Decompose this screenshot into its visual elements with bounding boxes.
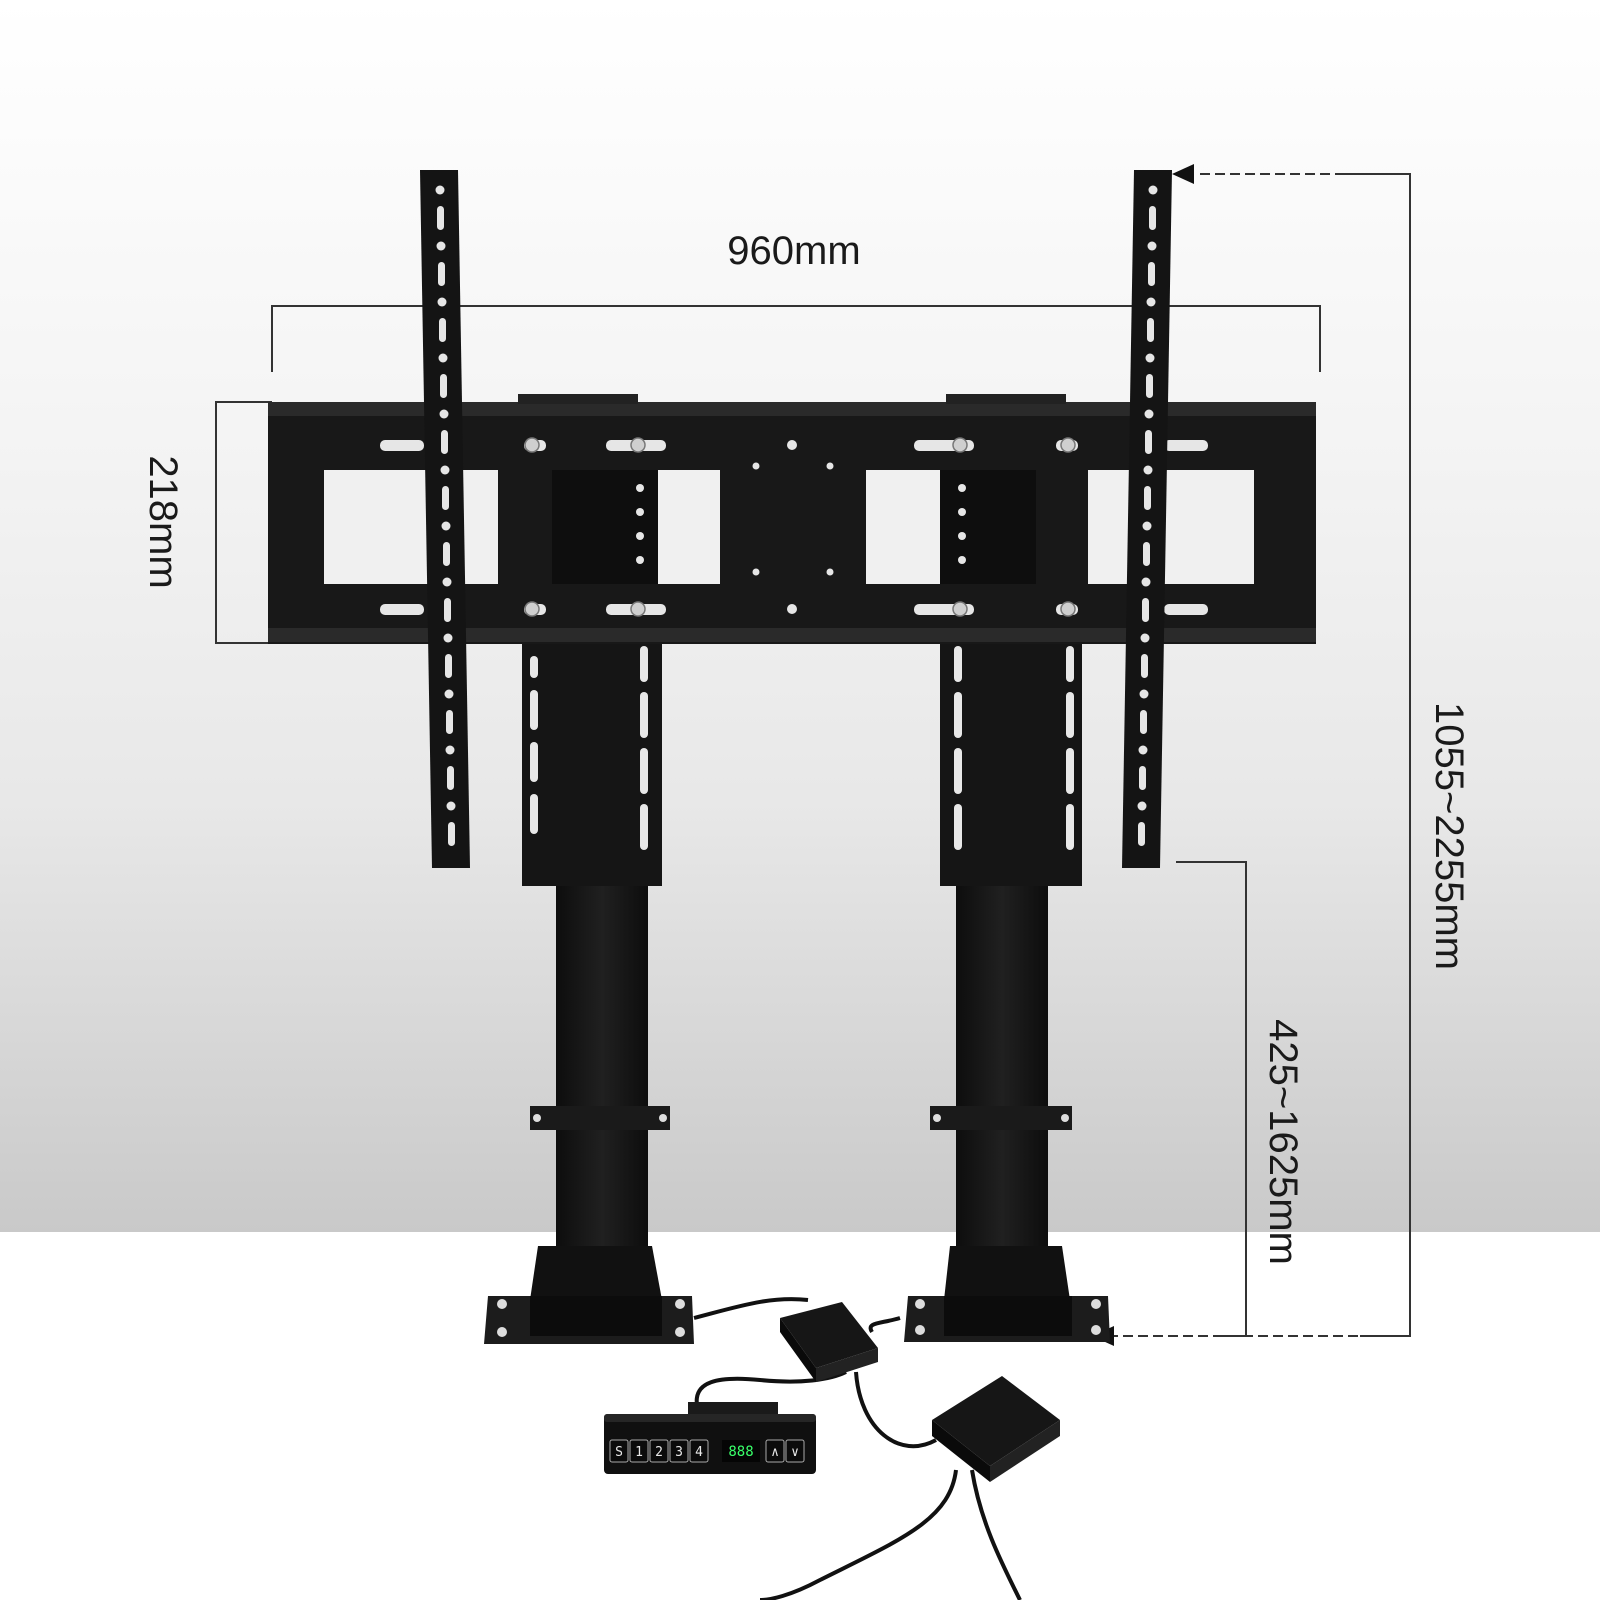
bracket-height-dimension	[215, 401, 272, 644]
width-label: 960mm	[727, 229, 860, 273]
up-arrow-icon: ∧	[771, 1445, 779, 1460]
right-tv-arm	[1122, 170, 1172, 868]
handset-buttons: S 1 2 3 4	[609, 1439, 709, 1463]
column-height-dimension	[1176, 861, 1247, 1337]
top-arrow-icon	[1172, 164, 1194, 184]
button-2-label: 2	[655, 1445, 663, 1460]
button-1-label: 1	[635, 1445, 643, 1460]
button-4-label: 4	[695, 1445, 703, 1460]
control-box-small	[780, 1302, 878, 1382]
up-button[interactable]	[765, 1439, 785, 1463]
display-readout: 888	[728, 1444, 753, 1460]
right-column	[930, 638, 1082, 1260]
width-dimension	[271, 305, 1321, 372]
button-s[interactable]	[609, 1439, 629, 1463]
button-s-label: S	[615, 1445, 623, 1460]
handset-control-panel: S 1 2 3 4 888 ∧ ∨	[604, 1402, 816, 1474]
control-box-large	[932, 1376, 1060, 1482]
button-3-label: 3	[675, 1445, 683, 1460]
button-3[interactable]	[669, 1439, 689, 1463]
left-column	[522, 638, 670, 1260]
right-base-plate	[904, 1246, 1110, 1342]
bracket-height-label: 218mm	[141, 455, 185, 588]
total-height-label: 1055~2255mm	[1427, 702, 1471, 970]
left-tv-arm	[420, 170, 470, 868]
button-2[interactable]	[649, 1439, 669, 1463]
down-arrow-icon: ∨	[791, 1445, 799, 1460]
column-height-label: 425~1625mm	[1261, 1019, 1305, 1265]
button-4[interactable]	[689, 1439, 709, 1463]
left-base-plate	[484, 1246, 694, 1344]
down-button[interactable]	[785, 1439, 805, 1463]
display-screen	[722, 1440, 760, 1462]
button-1[interactable]	[629, 1439, 649, 1463]
